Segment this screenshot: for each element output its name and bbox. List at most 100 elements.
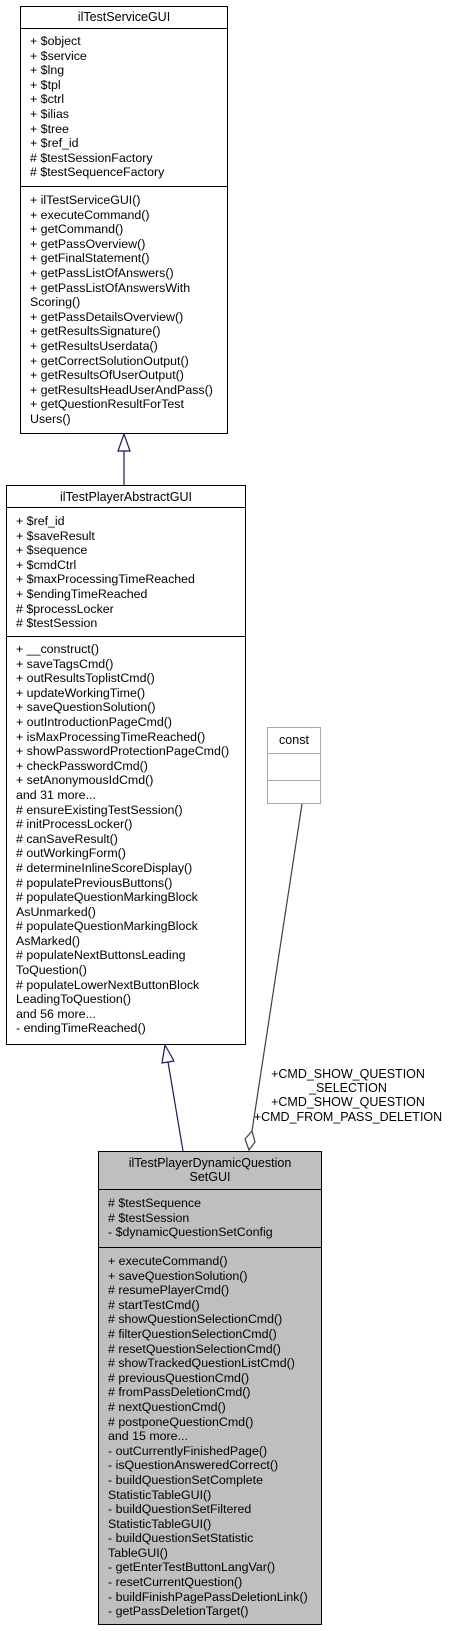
member-line: + getQuestionResultForTest [30,397,184,412]
member-line: + $sequence [16,543,88,558]
member-line: # populateLowerNextButtonBlock [16,977,200,992]
method-list: + __construct()+ saveTagsCmd()+ outResul… [16,642,229,1036]
member-line: # resumePlayerCmd() [108,1283,230,1298]
attribute-list: + $object+ $service+ $lng+ $tpl+ $ctrl+ … [30,34,164,180]
member-line: + $service [30,48,87,63]
member-line: + getResultsSignature() [30,324,161,339]
member-line: + $lng [30,63,65,78]
inheritance-edge-dynamic-to-abstract [167,1061,184,1152]
member-line: ToQuestion() [16,963,87,978]
method-list: + executeCommand()+ saveQuestionSolution… [108,1254,308,1619]
member-line: # populateNextButtonsLeading [16,948,186,963]
member-line: + saveQuestionSolution() [16,700,156,715]
member-line: + isMaxProcessingTimeReached() [16,729,206,744]
member-line: + getResultsUserdata() [30,338,158,353]
member-line: # canSaveResult() [16,831,118,846]
class-box-iltestservicegui[interactable]: ilTestServiceGUI + $object+ $service+ $l… [20,6,228,434]
member-line: + saveQuestionSolution() [108,1268,248,1283]
member-line: + executeCommand() [30,207,150,222]
member-line: # fromPassDeletionCmd() [108,1385,251,1400]
member-line: # nextQuestionCmd() [108,1399,226,1414]
member-line: + getPassOverview() [30,236,146,251]
member-line: # determineInlineScoreDisplay() [16,860,193,875]
member-line: + checkPasswordCmd() [16,758,148,773]
member-line: - isQuestionAnsweredCorrect() [108,1458,279,1473]
member-line: + getPassListOfAnswersWith [30,280,191,295]
member-line: # resetQuestionSelectionCmd() [108,1341,281,1356]
member-line: + $ilias [30,106,69,121]
member-line: + getCommand() [30,222,124,237]
member-line: - getPassDeletionTarget() [108,1604,249,1619]
member-line: and 15 more... [108,1429,188,1444]
member-line: + $tree [30,121,69,136]
member-line: + $ctrl [30,92,65,107]
member-line: + getResultsOfUserOutput() [30,368,184,383]
member-line: + getFinalStatement() [30,251,150,266]
member-line: TableGUI() [108,1545,168,1560]
inheritance-arrowhead-service [117,432,131,452]
methods-section: + executeCommand()+ saveQuestionSolution… [99,1247,321,1618]
member-line: AsUnmarked() [16,904,96,919]
member-line: - buildQuestionSetFiltered [108,1502,252,1517]
member-line: + $ref_id [16,514,65,528]
member-line: + getPassListOfAnswers() [30,265,174,280]
member-line: # showTrackedQuestionListCmd() [108,1356,295,1371]
member-line: StatisticTableGUI() [108,1516,212,1531]
attributes-section: # $testSequence# $testSession- $dynamicQ… [99,1189,321,1239]
member-line: and 31 more... [16,787,96,802]
member-line: + outResultsToplistCmd() [16,671,155,686]
methods-section [268,780,320,781]
association-label: +CMD_SHOW_QUESTION _SELECTION +CMD_SHOW_… [253,1067,443,1124]
class-box-iltestplayerabstractgui[interactable]: ilTestPlayerAbstractGUI + $ref_id+ $save… [6,485,246,1045]
member-line: # $processLocker [16,601,114,616]
member-line: # filterQuestionSelectionCmd() [108,1326,277,1341]
member-line: + executeCommand() [108,1254,228,1268]
member-line: + ilTestServiceGUI() [30,193,141,207]
member-line: + setAnonymousIdCmd() [16,773,154,788]
member-line: + updateWorkingTime() [16,685,146,700]
member-line: Scoring() [30,295,81,310]
member-line: AsMarked() [16,933,81,948]
class-box-iltestplayerdynamicquestionsetgui[interactable]: ilTestPlayerDynamicQuestion SetGUI # $te… [98,1151,322,1625]
attributes-section: + $ref_id+ $saveResult+ $sequence+ $cmdC… [7,507,245,630]
member-line: # populateQuestionMarkingBlock [16,919,198,934]
member-line: # $testSequence [108,1196,202,1210]
methods-section: + ilTestServiceGUI()+ executeCommand()+ … [21,186,227,426]
class-name: ilTestPlayerDynamicQuestion SetGUI [128,1156,292,1184]
member-line: - getEnterTestButtonLangVar() [108,1560,276,1575]
member-line: # $testSession [16,616,98,631]
class-box-const[interactable]: const [267,727,321,804]
member-line: + $tpl [30,77,61,92]
aggregation-diamond [244,1129,256,1152]
method-list: + ilTestServiceGUI()+ executeCommand()+ … [30,193,213,427]
member-line: + $cmdCtrl [16,557,77,572]
member-line: + getResultsHeadUserAndPass() [30,382,213,397]
member-line: StatisticTableGUI() [108,1487,212,1502]
member-line: # $testSession [108,1210,190,1225]
member-line: and 56 more... [16,1006,96,1021]
class-name: ilTestServiceGUI [77,10,171,24]
class-name: ilTestPlayerAbstractGUI [60,490,192,504]
member-line: + showPasswordProtectionPageCmd() [16,744,230,759]
methods-section: + __construct()+ saveTagsCmd()+ outResul… [7,636,245,1035]
member-line: # ensureExistingTestSession() [16,802,183,817]
member-line: - $dynamicQuestionSetConfig [108,1225,273,1240]
member-line: + __construct() [16,642,99,656]
member-line: + $endingTimeReached [16,586,148,601]
member-line: # outWorkingForm() [16,846,126,861]
inheritance-arrowhead-abstract [161,1043,175,1064]
member-line: LeadingToQuestion() [16,992,132,1007]
member-line: # $testSequenceFactory [30,165,165,180]
attributes-section [268,753,320,754]
member-line: + $object [30,34,81,48]
attribute-list: + $ref_id+ $saveResult+ $sequence+ $cmdC… [16,514,195,631]
member-line: + saveTagsCmd() [16,656,114,671]
member-line: + getPassDetailsOverview() [30,309,184,324]
member-line: # previousQuestionCmd() [108,1370,250,1385]
attributes-section: + $object+ $service+ $lng+ $tpl+ $ctrl+ … [21,28,227,179]
association-edge-const-to-dynamic [251,803,303,1132]
class-name: const [279,733,309,747]
member-line: # showQuestionSelectionCmd() [108,1312,283,1327]
member-line: + $ref_id [30,136,79,151]
